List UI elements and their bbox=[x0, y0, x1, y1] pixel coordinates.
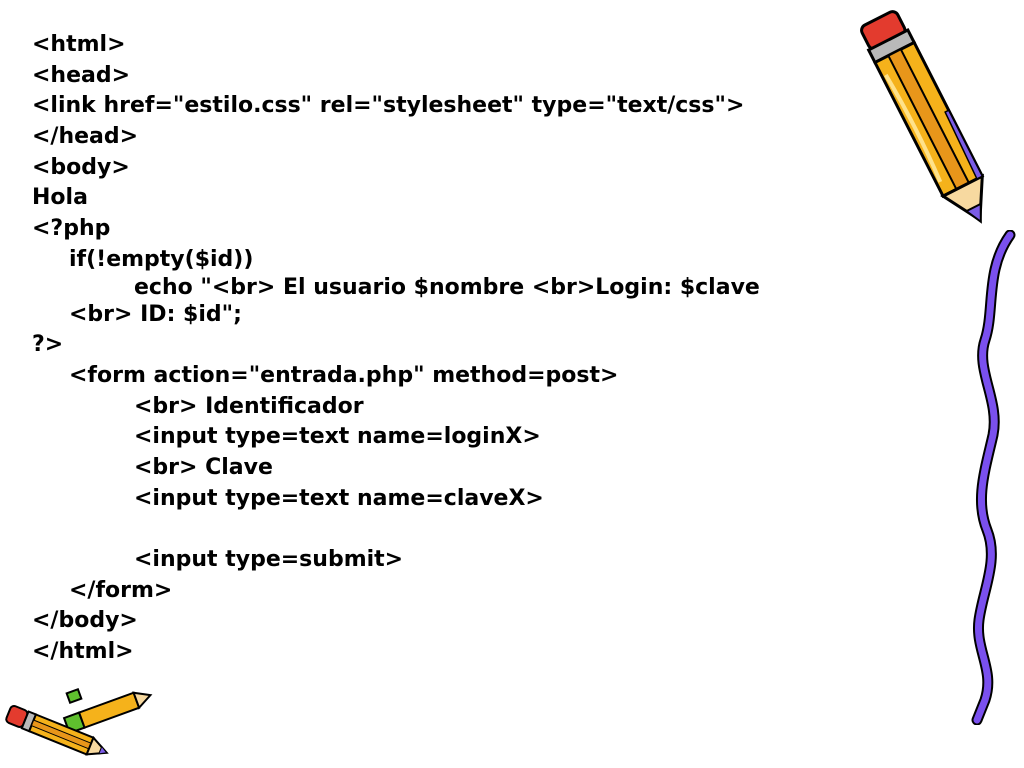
code-line: </body> bbox=[32, 608, 138, 634]
code-line: <input type=text name=loginX> bbox=[134, 424, 541, 450]
code-line: <form action="entrada.php" method=post> bbox=[69, 362, 619, 388]
code-line: <link href="estilo.css" rel="stylesheet"… bbox=[32, 93, 745, 119]
code-line: echo "<br> El usuario $nombre <br>Login:… bbox=[134, 274, 760, 300]
code-line: </head> bbox=[32, 124, 139, 150]
code-line: Hola bbox=[32, 185, 88, 211]
code-line: </form> bbox=[69, 577, 173, 603]
code-line: <head> bbox=[32, 62, 131, 88]
code-line bbox=[32, 514, 902, 545]
code-line: <?php bbox=[32, 216, 111, 242]
crossed-pencils-icon bbox=[5, 687, 153, 756]
code-line: <br> Identificador bbox=[134, 393, 364, 419]
code-line: <br> ID: $id"; bbox=[69, 301, 242, 327]
code-listing: <html> <head> <link href="estilo.css" re… bbox=[32, 30, 902, 668]
code-line: </html> bbox=[32, 639, 134, 665]
code-line: <body> bbox=[32, 154, 130, 180]
code-line: <input type=submit> bbox=[134, 547, 404, 572]
code-line: <br> Clave bbox=[134, 454, 273, 480]
code-line: <input type=text name=claveX> bbox=[134, 485, 544, 511]
code-line: <html> bbox=[32, 32, 126, 57]
squiggle-ribbon-icon bbox=[971, 230, 1016, 725]
code-line: if(!empty($id)) bbox=[69, 246, 254, 272]
pencil-icon bbox=[860, 10, 985, 224]
code-line: ?> bbox=[32, 332, 64, 358]
